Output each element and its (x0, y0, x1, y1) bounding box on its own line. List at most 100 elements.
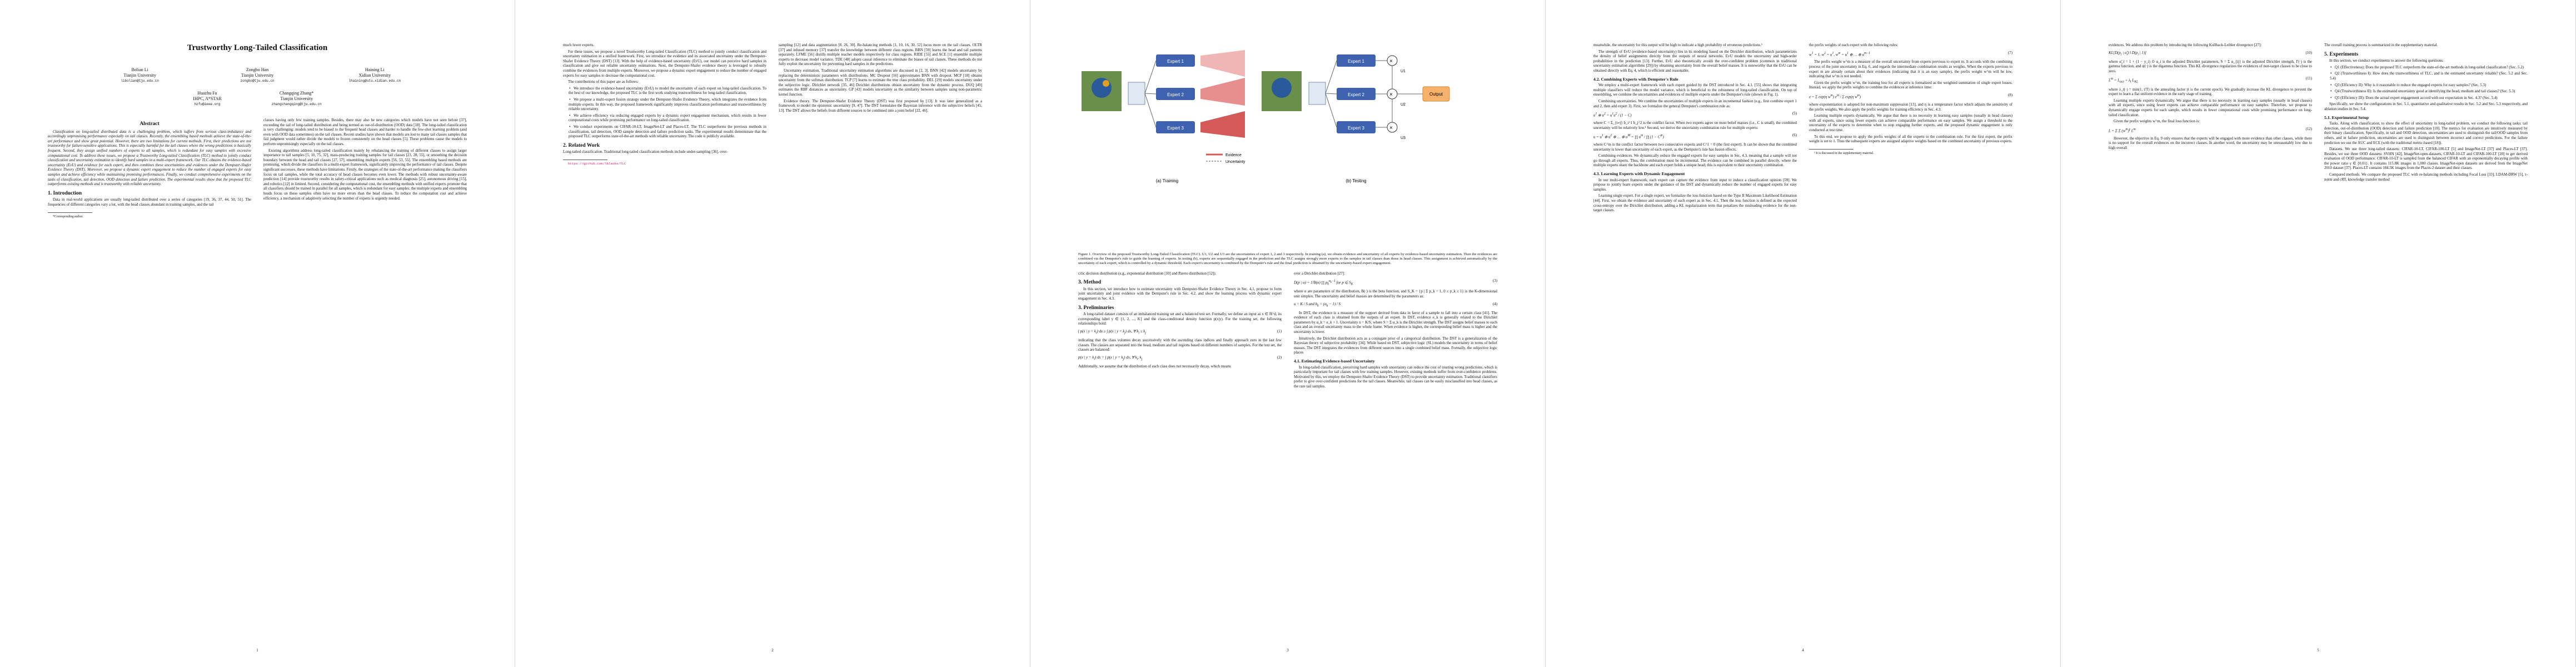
intro-paragraph: Data in real-world applications are usua… (48, 198, 251, 207)
page-number: 2 (771, 648, 774, 653)
abstract-heading: Abstract (139, 121, 160, 127)
body-paragraph: Uncertainty estimation. Traditional unce… (779, 68, 982, 97)
equation-11: Lm = Lace + λt LKL(11) (2109, 77, 2312, 84)
code-link[interactable]: https://github.com/lblaoke/TLC (568, 161, 626, 166)
page-1-columns: Abstract Classification on long-tailed d… (48, 118, 467, 574)
paper-page-3: Expert 1 Expert 2 Expert 3 Evidence Unce… (1030, 0, 1546, 667)
contribution-bullet: We conduct experiments on CIFAR-10-LT, I… (563, 125, 766, 140)
section-heading-introduction: 1. Introduction (48, 190, 82, 196)
combine-symbol: × (1389, 58, 1393, 64)
author-row-2: Huazhu Fu IHPC, A*STAR hzfu@ieee.org Cha… (81, 91, 434, 107)
body-paragraph: The prefix weight w^m is a measure of th… (1809, 60, 2012, 79)
body-paragraph: Intuitively, the Dirichlet distribution … (1294, 336, 1497, 355)
expert-2-box (1156, 88, 1195, 100)
body-paragraph: To this end, we propose to apply the pre… (1809, 135, 2012, 144)
section-heading-estimating: 4.1. Estimating Evidence-based Uncertain… (1294, 358, 1375, 364)
body-paragraph: much fewer experts. (563, 43, 595, 47)
body-paragraph: In long-tailed classification, perceivin… (1294, 365, 1497, 389)
contribution-bullet: We introduce the evidence-based uncertai… (563, 87, 766, 96)
paper-page-1: Trustworthy Long-Tailed Classification B… (0, 0, 515, 667)
body-paragraph: Learning single expert. For a single exp… (1593, 194, 1797, 213)
expert-3-label: Expert 3 (1167, 126, 1184, 131)
combine-symbol: × (1389, 92, 1393, 98)
author-name: Haining Li (365, 67, 385, 72)
abstract-text: Classification on long-tailed distribute… (48, 130, 251, 187)
body-paragraph: Learning multiple experts dynamically. W… (2109, 98, 2312, 117)
body-paragraph: where α̃_i = 1 + (1 − y_i) ⊙ α_i is the … (2109, 59, 2312, 73)
author-name: Huazhu Fu (197, 91, 217, 96)
equation-6: u = u1 ⊕ u2 ⊕ … ⊕ uM = ∏ um / ∏ (1 − Cm)… (1593, 133, 1797, 140)
body-paragraph: In this section, we introduce how to est… (1078, 287, 1282, 301)
author-email[interactable]: libolian@tju.edu.cn (121, 79, 159, 83)
equation-1: ∫ p(x | y = ki) dx ≥ ∫ p(x | y = kj) dx,… (1078, 329, 1282, 335)
author-name: Bolian Li (131, 67, 148, 72)
body-paragraph: Long-tailed classification. Traditional … (563, 150, 728, 155)
bird-shape (1272, 78, 1292, 98)
expert-1-label: Expert 1 (1348, 59, 1364, 64)
research-question: Q4 (Trustworthiness II): Is the estimate… (2324, 89, 2528, 94)
page-5-left-column: evidences. We address this problem by in… (2109, 43, 2312, 621)
body-paragraph: over a Dirichlet distribution [27]: (1294, 271, 1345, 276)
body-paragraph: The strength of EvU (evidence-based unce… (1593, 49, 1797, 73)
author-name: Zongbo Han (246, 67, 269, 72)
section-heading-combining: 4.2. Combining Experts with Dempster's R… (1593, 76, 1678, 82)
body-paragraph: We employ a multi-expert framework with … (1593, 83, 1797, 97)
paper-page-5: evidences. We address this problem by in… (2061, 0, 2576, 667)
body-paragraph: where C^m is the conflict factor between… (1593, 143, 1797, 152)
uncertainty-u2: U2 (1401, 103, 1406, 107)
equation-12: L = Σ Σ (wm)γ Lm(12) (2109, 127, 2312, 133)
body-paragraph: where λ_t(·) = min(1, t/T) is the anneal… (2109, 87, 2312, 97)
author-affiliation: IHPC, A*STAR (193, 96, 222, 101)
body-paragraph: A long-tailed dataset consists of an imb… (1078, 312, 1282, 326)
page-number: 4 (1802, 648, 1804, 653)
figure-caption: Figure 1. Overview of the proposed Trust… (1078, 252, 1497, 266)
author-entry: Changqing Zhang* Tianjin University zhan… (272, 91, 322, 107)
body-paragraph: Combining uncertainties. We combine the … (1593, 99, 1797, 108)
author-email[interactable]: zhangchangqing@tju.edu.cn (271, 102, 322, 106)
equation-5: u1 ⊕ u2 = u1u2 / (1 − C)(5) (1593, 112, 1797, 118)
equation-7: w1 = 1, w2 = u1, wm = u1 ⊕ … ⊕ um−1(7) (1809, 51, 2012, 57)
author-email[interactable]: zongbo@tju.edu.cn (240, 79, 275, 83)
page-4-columns: meanwhile, the uncertainty for this outp… (1593, 43, 2012, 621)
body-paragraph: In this section, we conduct experiments … (2329, 59, 2444, 63)
expert-1-box (1156, 54, 1195, 67)
section-heading-experiments: 5. Experiments (2324, 51, 2359, 57)
connector (1325, 93, 1337, 94)
author-entry: Bolian Li Tianjin University libolian@tj… (81, 67, 198, 84)
author-affiliation: Xidian University (358, 73, 391, 78)
bird-head (1103, 80, 1109, 87)
contribution-bullet: We achieve efficiency via reducing engag… (563, 114, 766, 123)
body-paragraph: Given the prefix weight w^m, the trainin… (1809, 81, 2012, 90)
section-heading-related-work: 2. Related Work (563, 142, 600, 148)
footnote: ¹ It is discussed in the supplementary m… (1814, 151, 1874, 155)
page-2-right-column: sampling [12] and data augmentation [8, … (779, 43, 982, 621)
body-paragraph: indicating that the class volumes decay … (1078, 338, 1282, 352)
body-paragraph: Datasets. We use three long-tailed datas… (2324, 147, 2528, 171)
equation-4: u = K / S and bk = (αk − 1) / S(4) (1294, 302, 1497, 308)
expert-3-box (1156, 121, 1195, 133)
body-paragraph: However, the objective in Eq. 9 only ens… (2109, 136, 2312, 150)
research-question: Q2 (Trustworthiness I): How does the tru… (2324, 72, 2528, 81)
page-1-left-column: Abstract Classification on long-tailed d… (48, 118, 251, 574)
expert-2-box (1337, 88, 1376, 100)
author-email[interactable]: hzfu@ieee.org (194, 102, 221, 106)
body-paragraph: where exponentiation is adopted for non-… (1809, 102, 2012, 112)
author-entry: Haining Li Xidian University lhaining@st… (316, 67, 434, 84)
section-heading-learning: 4.3. Learning Experts with Dynamic Engag… (1593, 171, 1685, 177)
evidence-band (1200, 50, 1245, 77)
evidence-band (1200, 111, 1245, 138)
author-email[interactable]: lhaining@stu.xidian.edu.cn (348, 79, 401, 83)
page-2-left-column: much fewer experts. For these issues, we… (563, 43, 766, 621)
contribution-bullet: We propose a multi-expert fusion strateg… (563, 98, 766, 112)
footnote-rule (1809, 148, 1853, 150)
research-question: Q3 (Efficiency II): Why is it reasonable… (2324, 83, 2528, 88)
body-paragraph: Tasks. Along with classification, to sho… (2324, 122, 2528, 145)
expert-1-label: Expert 1 (1167, 59, 1184, 64)
research-question: Q5 (Efficiency III): Does the actual exp… (2324, 96, 2528, 101)
page-2-columns: much fewer experts. For these issues, we… (563, 43, 982, 621)
page-5-columns: evidences. We address this problem by in… (2109, 43, 2528, 621)
author-affiliation: Tianjin University (280, 96, 313, 101)
expert-2-label: Expert 2 (1348, 92, 1364, 97)
body-paragraph: cific decision distribution (e.g., expon… (1078, 271, 1217, 276)
section-heading-preliminaries: 3. Preliminaries (1078, 305, 1114, 311)
